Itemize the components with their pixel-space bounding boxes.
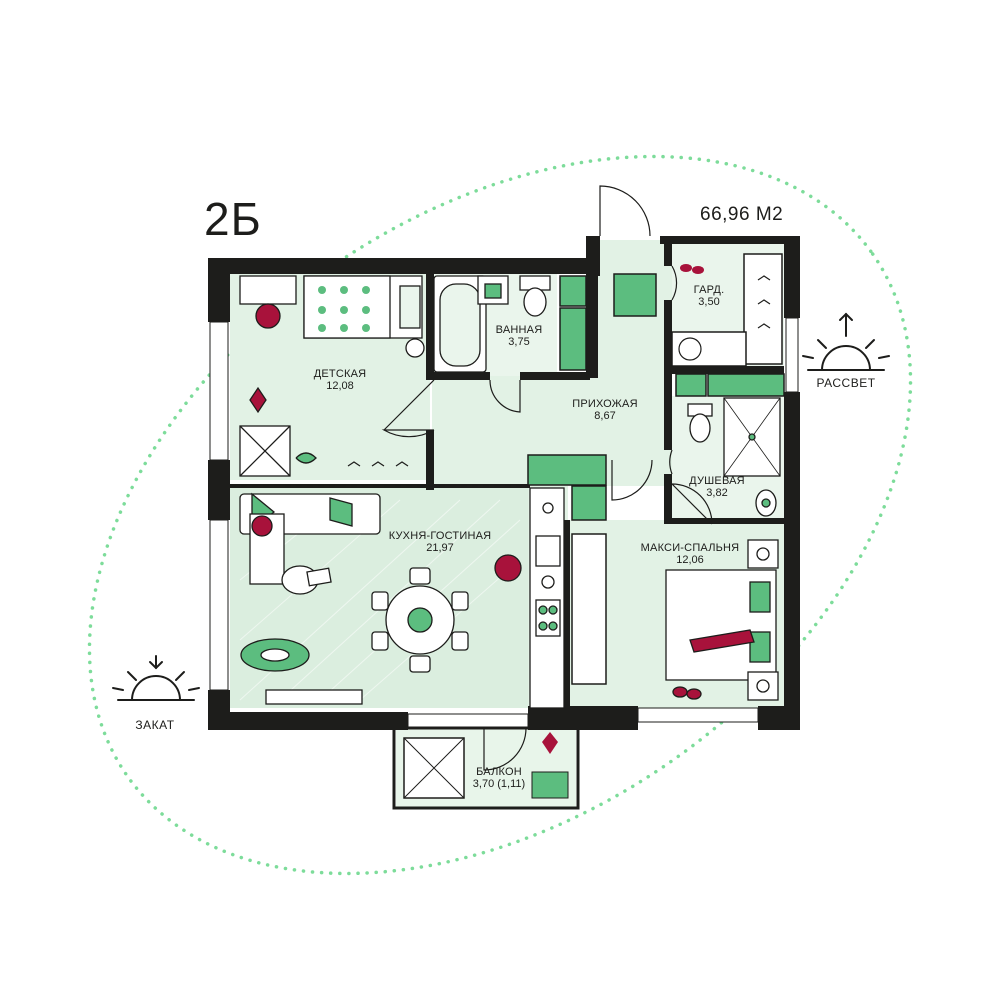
balcony-plants [531, 732, 569, 799]
room-label-dushevaya: ДУШЕВАЯ 3,82 [684, 475, 750, 499]
room-name: ВАННАЯ [495, 324, 543, 336]
shoes-icon [680, 264, 704, 274]
room-area: 12,08 [326, 380, 354, 392]
room-name: ГАРД. [693, 284, 725, 296]
bedroom-furniture [665, 539, 779, 701]
sunrise-label: РАССВЕТ [816, 376, 876, 390]
room-label-prikhozhaya: ПРИХОЖАЯ 8,67 [570, 398, 640, 422]
sunset-label: ЗАКАТ [135, 718, 175, 732]
room-name: ДЕТСКАЯ [313, 368, 367, 380]
room-label-spalnya: МАКСИ-СПАЛЬНЯ 12,06 [628, 542, 752, 566]
room-name: ДУШЕВАЯ [689, 475, 745, 487]
room-area: 12,06 [676, 554, 704, 566]
doors [230, 185, 713, 771]
sunset-icon [112, 655, 200, 701]
room-area: 3,75 [508, 336, 530, 348]
walls [208, 236, 800, 730]
room-name: КУХНЯ-ГОСТИНАЯ [388, 530, 492, 542]
room-label-balkon: БАЛКОН 3,70 (1,11) [462, 766, 536, 790]
room-area: 21,97 [426, 542, 454, 554]
sunrise-icon [802, 312, 890, 371]
total-area-label: 66,96 М2 [700, 204, 784, 225]
room-area: 3,70 (1,11) [472, 778, 526, 790]
room-area: 3,50 [698, 296, 720, 308]
built-in-storage [527, 253, 785, 685]
room-label-gard: ГАРД. 3,50 [684, 284, 734, 308]
room-name: МАКСИ-СПАЛЬНЯ [640, 542, 740, 554]
apartment-type-label: 2Б [204, 193, 262, 245]
room-label-vannaya: ВАННАЯ 3,75 [484, 324, 554, 348]
living-room-furniture [239, 492, 522, 705]
kitchen-unit [529, 487, 565, 709]
windows [209, 317, 799, 729]
room-label-detskaya: ДЕТСКАЯ 12,08 [300, 368, 380, 392]
kids-room-furniture [239, 275, 425, 477]
room-name: ПРИХОЖАЯ [572, 398, 638, 410]
room-label-kukhnya: КУХНЯ-ГОСТИНАЯ 21,97 [380, 530, 500, 554]
bathroom-fixtures [433, 275, 781, 517]
wardrobe-hangers [347, 275, 771, 467]
room-area: 8,67 [594, 410, 616, 422]
balcony-frame [392, 726, 580, 810]
room-name: БАЛКОН [476, 766, 522, 778]
room-area: 3,82 [706, 487, 728, 499]
sun-orbit-path [87, 154, 913, 876]
